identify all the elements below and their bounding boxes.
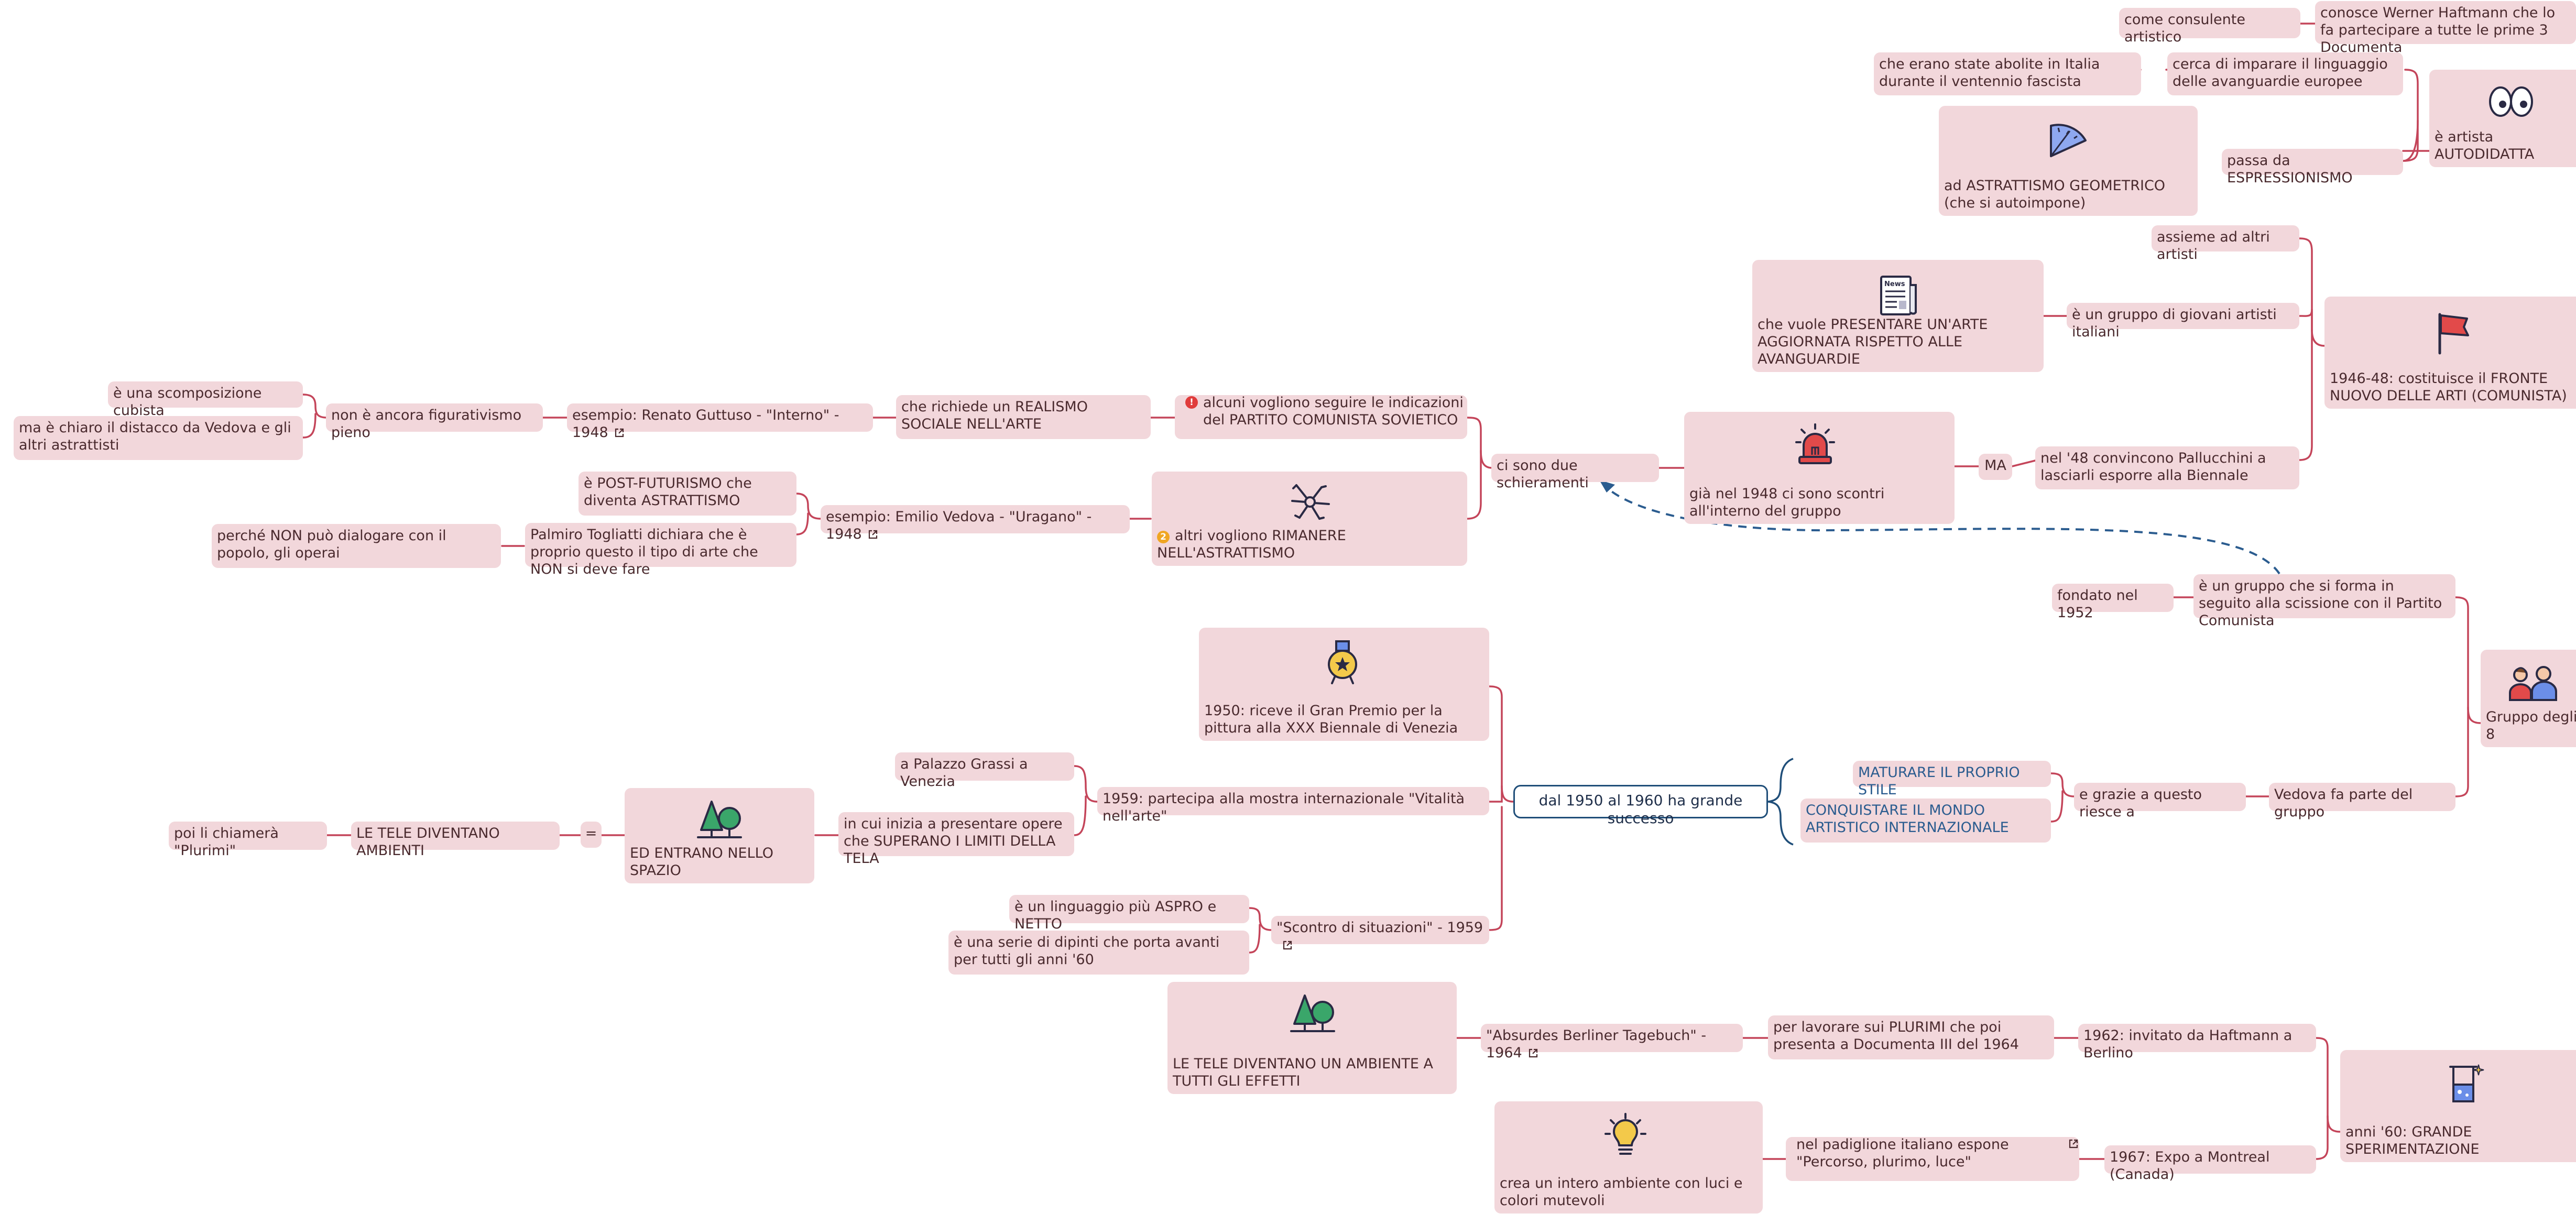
- node-from-expressionism[interactable]: passa da ESPRESSIONISMO: [2222, 149, 2403, 186]
- node-thanks-to[interactable]: e grazie a questo riesce a: [2074, 783, 2246, 820]
- node-absurdes-label: "Absurdes Berliner Tagebuch" - 1964: [1486, 1027, 1707, 1061]
- node-soviet-line-label: alcuni vogliono seguire le indicazioni d…: [1203, 395, 1464, 428]
- node-light-environment[interactable]: crea un intero ambiente con luci e color…: [1494, 1101, 1763, 1213]
- node-not-figurative[interactable]: non è ancora figurativismo pieno: [326, 403, 543, 441]
- node-clashes-1948[interactable]: già nel 1948 ci sono scontri all'interno…: [1684, 412, 1955, 524]
- node-gran-premio[interactable]: 1950: riceve il Gran Premio per la pittu…: [1199, 628, 1489, 741]
- node-own-style[interactable]: MATURARE IL PROPRIO STILE: [1853, 761, 2051, 798]
- node-haftmann-consultant[interactable]: come consulente artistico: [2119, 8, 2300, 45]
- external-link-icon[interactable]: [867, 529, 879, 540]
- node-distance[interactable]: ma è chiaro il distacco da Vedova e gli …: [14, 416, 303, 460]
- central-topic[interactable]: dal 1950 al 1960 ha grande successo: [1513, 785, 1768, 827]
- node-two-factions[interactable]: ci sono due schieramenti: [1491, 454, 1659, 491]
- node-scontro-label: "Scontro di situazioni" - 1959: [1276, 920, 1483, 936]
- node-geometric-abstract[interactable]: ad ASTRATTISMO GEOMETRICO (che si autoim…: [1939, 106, 2198, 216]
- node-scontro[interactable]: "Scontro di situazioni" - 1959: [1271, 916, 1489, 950]
- node-social-realism[interactable]: che richiede un REALISMO SOCIALE NELL'AR…: [896, 395, 1151, 439]
- protractor-icon: [2050, 124, 2087, 157]
- node-percorso-label: nel padiglione italiano espone "Percorso…: [1796, 1136, 2009, 1170]
- node-plurimi[interactable]: poi li chiamerà "Plurimi": [169, 822, 327, 859]
- newspaper-icon: News: [1880, 276, 1917, 315]
- node-stay-abstract-label: altri vogliono RIMANERE NELL'ASTRATTISMO: [1157, 528, 1346, 561]
- node-cubist[interactable]: è una scomposizione cubista: [108, 381, 303, 419]
- external-link-icon[interactable]: [1527, 1047, 1539, 1059]
- node-absurdes[interactable]: "Absurdes Berliner Tagebuch" - 1964: [1481, 1024, 1743, 1061]
- node-vitalita[interactable]: 1959: partecipa alla mostra internaziona…: [1097, 787, 1489, 824]
- external-link-icon[interactable]: [2068, 1138, 2079, 1150]
- node-gruppo-8[interactable]: Gruppo degli 8: [2481, 650, 2576, 747]
- node-equals[interactable]: =: [581, 822, 602, 848]
- node-berlin-1962[interactable]: 1962: invitato da Haftmann a Berlino: [2078, 1024, 2316, 1061]
- node-togliatti[interactable]: Palmiro Togliatti dichiara che è proprio…: [525, 523, 796, 577]
- eyes-icon: [2489, 86, 2533, 117]
- node-workers[interactable]: perché NON può dialogare con il popolo, …: [212, 524, 501, 568]
- node-canvases-rooms[interactable]: LE TELE DIVENTANO AMBIENTI: [351, 822, 560, 859]
- svg-text:News: News: [1884, 280, 1905, 288]
- node-series-60s[interactable]: è una serie di dipinti che porta avanti …: [948, 931, 1249, 975]
- node-founded-1952[interactable]: fondato nel 1952: [2052, 584, 2174, 621]
- priority-1-icon: !: [1185, 396, 1198, 409]
- red-flag-icon: [2438, 313, 2469, 355]
- node-with-other-artists[interactable]: assieme ad altri artisti: [2152, 225, 2299, 263]
- node-full-environment[interactable]: LE TELE DIVENTANO UN AMBIENTE A TUTTI GL…: [1167, 982, 1457, 1094]
- node-beyond-canvas[interactable]: in cui inizia a presentare opere che SUP…: [838, 812, 1074, 867]
- node-post-futurism[interactable]: è POST-FUTURISMO che diventa ASTRATTISMO: [578, 472, 796, 516]
- node-fronte-nuovo[interactable]: 1946-48: costituisce il FRONTE NUOVO DEL…: [2324, 297, 2576, 409]
- lightbulb-icon: [1604, 1113, 1646, 1155]
- node-harsher-language[interactable]: è un linguaggio più ASPRO e NETTO: [1009, 895, 1249, 932]
- node-young-group[interactable]: è un gruppo di giovani artisti italiani: [2067, 303, 2299, 340]
- priority-2-icon: 2: [1157, 531, 1170, 543]
- node-plurimi-documenta[interactable]: per lavorare sui PLURIMI che poi present…: [1768, 1015, 2054, 1059]
- node-vedova-uragano-label: esempio: Emilio Vedova - "Uragano" - 194…: [826, 509, 1092, 542]
- node-haftmann-documenta[interactable]: conosce Werner Haftmann che lo fa partec…: [2315, 1, 2576, 56]
- node-vedova-member[interactable]: Vedova fa parte del gruppo: [2269, 783, 2455, 820]
- chemistry-icon: [2449, 1064, 2484, 1102]
- node-self-taught[interactable]: è artista AUTODIDATTA: [2429, 70, 2576, 167]
- node-split-group[interactable]: è un gruppo che si forma in seguito alla…: [2193, 574, 2455, 629]
- network-icon: [1291, 484, 1330, 520]
- node-conquer-world[interactable]: CONQUISTARE IL MONDO ARTISTICO INTERNAZI…: [1800, 799, 2051, 843]
- node-soviet-line[interactable]: ! alcuni vogliono seguire le indicazioni…: [1175, 395, 1467, 439]
- node-guttuso-label: esempio: Renato Guttuso - "Interno" - 19…: [572, 407, 839, 441]
- node-percorso[interactable]: nel padiglione italiano espone "Percorso…: [1786, 1136, 2079, 1181]
- node-abolished-fascism[interactable]: che erano state abolite in Italia durant…: [1874, 52, 2141, 95]
- external-link-icon[interactable]: [1282, 939, 1293, 951]
- medal-icon: [1328, 640, 1357, 684]
- trees-icon: [697, 801, 742, 838]
- external-link-icon[interactable]: [614, 427, 625, 439]
- node-learn-avantgarde[interactable]: cerca di imparare il linguaggio delle av…: [2167, 52, 2403, 95]
- node-experimentation[interactable]: anni '60: GRANDE SPERIMENTAZIONE: [2340, 1050, 2576, 1162]
- trees-icon: [1290, 994, 1335, 1032]
- node-ma[interactable]: MA: [1979, 454, 2012, 480]
- node-into-space[interactable]: ED ENTRANO NELLO SPAZIO: [625, 788, 814, 883]
- node-palazzo-grassi[interactable]: a Palazzo Grassi a Venezia: [895, 752, 1074, 790]
- siren-icon: [1795, 423, 1835, 464]
- node-pallucchini[interactable]: nel '48 convincono Pallucchini a lasciar…: [2035, 446, 2299, 489]
- people-group-icon: [2509, 666, 2557, 701]
- node-expo-montreal[interactable]: 1967: Expo a Montreal (Canada): [2104, 1145, 2316, 1183]
- node-guttuso[interactable]: esempio: Renato Guttuso - "Interno" - 19…: [567, 403, 873, 441]
- node-updated-art[interactable]: News che vuole PRESENTARE UN'ARTE AGGIOR…: [1752, 260, 2044, 372]
- node-vedova-uragano[interactable]: esempio: Emilio Vedova - "Uragano" - 194…: [821, 505, 1130, 542]
